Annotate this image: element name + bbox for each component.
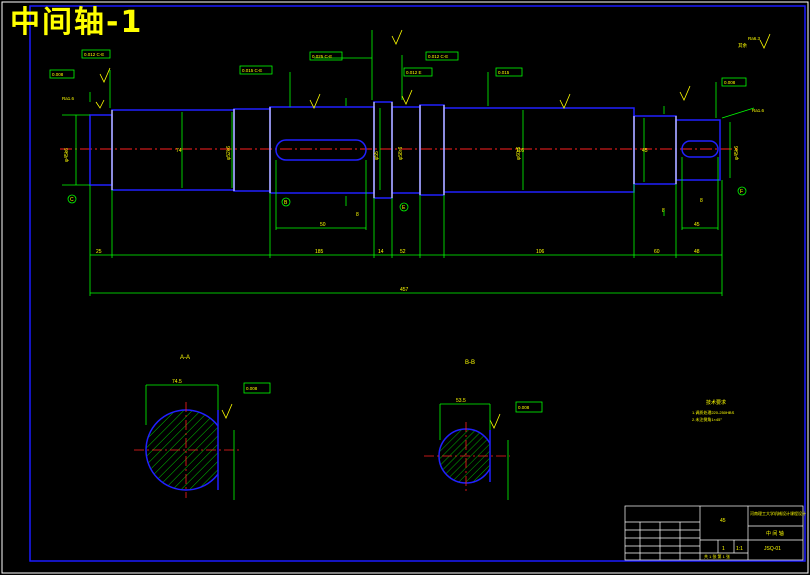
dim-d4: 14 <box>378 249 384 255</box>
section-markers <box>345 98 665 216</box>
dim-small-b: 8 <box>700 198 703 204</box>
dia-label-5: φ45k6 <box>734 146 740 160</box>
tol-10: 0.008 <box>518 405 530 410</box>
title-block-texts: 45 河南理工大学机械设计课程设计 中 间 轴 1:1 1 JSQ-01 共 1… <box>704 510 806 559</box>
rough-other: 其余 <box>738 42 747 49</box>
tb-school: 河南理工大学机械设计课程设计 <box>750 510 806 516</box>
dim-small-a: 8 <box>356 212 359 218</box>
tolerance-texts: 0.012 C-E 0.015 C-E 0.025 C-E 0.012 C-E … <box>52 52 736 410</box>
tb-drawing-no: JSQ-01 <box>764 546 781 552</box>
dimension-lines <box>62 30 755 296</box>
datum-c-circle <box>67 194 77 204</box>
tol-1: 0.012 C-E <box>84 52 104 57</box>
roughness-texts: Ra1.6 Ra1.6 Ra6.3 其余 <box>62 36 765 113</box>
tol-2: 0.015 C-E <box>242 68 262 73</box>
rough-3: Ra6.3 <box>748 36 761 41</box>
datum-f-circle <box>737 186 747 196</box>
dia-label-2: φ52k6 <box>226 146 232 160</box>
datum-c: C <box>70 197 74 203</box>
tb-material: 45 <box>720 518 726 524</box>
dim-d6: 60 <box>654 249 660 255</box>
tolerance-frames <box>49 49 747 413</box>
section-bb-label: B-B <box>465 360 475 366</box>
datum-b: B <box>284 200 288 206</box>
dim-small-c: 8 <box>662 208 665 214</box>
tol-9: 0.008 <box>246 386 258 391</box>
tech-notes-heading: 技术要求 <box>706 399 726 406</box>
rough-2: Ra1.6 <box>752 108 765 113</box>
tech-notes-line2: 2.未注倒角1×45° <box>692 416 722 422</box>
tech-notes: 技术要求 1.调质处理220-250HBS 2.未注倒角1×45° <box>692 399 735 422</box>
rough-1: Ra1.6 <box>62 96 75 101</box>
dia-label-4: φ60r6 <box>516 147 522 160</box>
section-bb: 53.5 <box>424 398 510 500</box>
section-aa: 74.5 <box>134 379 240 500</box>
tol-3: 0.025 C-E <box>312 54 332 59</box>
dim-d7: 48 <box>694 249 700 255</box>
sec-b-width: 53.5 <box>456 398 466 404</box>
dimension-texts: 457 25 185 106 14 52 60 48 50 45 8 8 8 7… <box>96 148 703 293</box>
tol-8: 0.008 <box>724 80 736 85</box>
tol-5: 0.012 E <box>406 70 422 75</box>
dim-key-b: 45 <box>694 222 700 228</box>
drawing-title: 中间轴-1 <box>10 5 144 40</box>
tb-qty: 1 <box>722 546 725 552</box>
diameter-labels: φ45k6 φ52k6 φ58r6 φ60r6 φ45k6 φ55 <box>64 146 740 162</box>
dia-label-6: φ55 <box>374 151 380 160</box>
shaft-edges <box>111 102 677 198</box>
dim-d5: 52 <box>400 249 406 255</box>
dim-key-a: 50 <box>320 222 326 228</box>
datum-markers: C B E F <box>67 186 747 212</box>
sec-a-width: 74.5 <box>172 379 182 385</box>
tol-6: 0.015 <box>498 70 510 75</box>
dia-label-3: φ58r6 <box>398 147 404 160</box>
datum-f: F <box>740 189 743 195</box>
tech-notes-line1: 1.调质处理220-250HBS <box>692 409 735 415</box>
datum-b-circle <box>281 197 291 207</box>
inner-border <box>29 5 806 562</box>
tb-part-name: 中 间 轴 <box>766 530 784 537</box>
shaft-outline <box>89 101 721 199</box>
tol-4: 0.012 C-E <box>428 54 448 59</box>
tol-7: 0.008 <box>52 72 64 77</box>
datum-e-circle <box>399 202 409 212</box>
tb-sheet: 共 1 张 第 1 张 <box>704 553 730 559</box>
dim-overall: 457 <box>400 287 409 293</box>
dim-dia-2: 116 <box>516 148 524 154</box>
tb-scale: 1:1 <box>736 546 743 552</box>
section-aa-label: A-A <box>180 355 190 361</box>
dim-d3: 106 <box>536 249 545 255</box>
dim-dia-1: 74 <box>176 148 182 154</box>
dim-d2: 185 <box>315 249 324 255</box>
dim-d1: 25 <box>96 249 102 255</box>
dia-label-1: φ45k6 <box>64 148 70 162</box>
dim-dia-3: 45 <box>642 148 648 154</box>
datum-e: E <box>402 205 406 211</box>
roughness-marks <box>95 29 771 429</box>
title-block <box>624 505 804 561</box>
